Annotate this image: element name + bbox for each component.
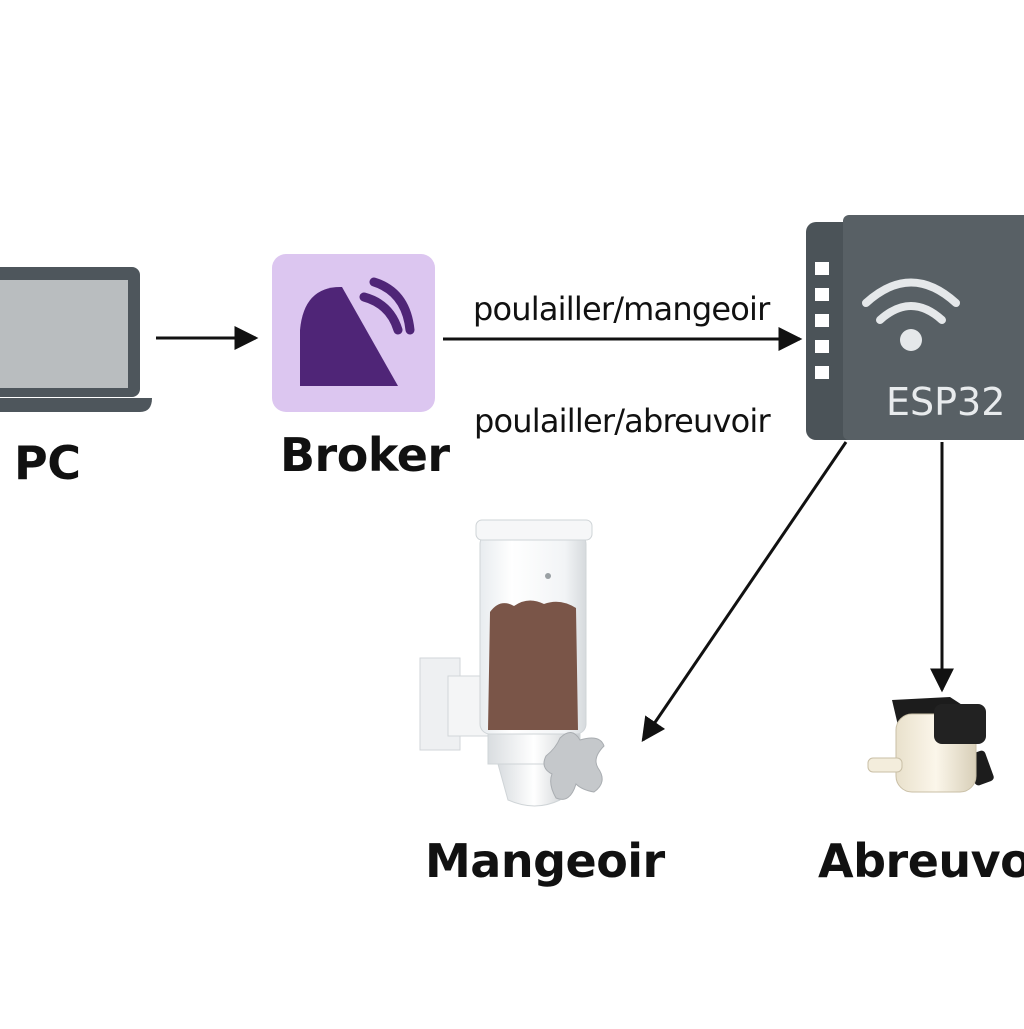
topic-mangeoir-label: poulailler/mangeoir — [473, 290, 770, 328]
pc-label: PC — [14, 436, 81, 490]
esp32-board-icon: ESP32 — [806, 215, 1024, 440]
laptop-icon — [0, 267, 152, 412]
pump-icon — [867, 697, 994, 793]
wifi-icon — [862, 278, 960, 351]
esp32-label: ESP32 — [886, 380, 1005, 424]
broker-label: Broker — [280, 428, 450, 482]
arrow-esp32-to-mangeoir — [641, 441, 848, 742]
topic-abreuvoir-label: poulailler/abreuvoir — [474, 402, 771, 440]
feeder-icon — [419, 519, 605, 807]
broker-icon — [272, 254, 435, 412]
mangeoir-label: Mangeoir — [425, 834, 665, 888]
abreuvoir-label: Abreuvoir — [818, 834, 1024, 888]
